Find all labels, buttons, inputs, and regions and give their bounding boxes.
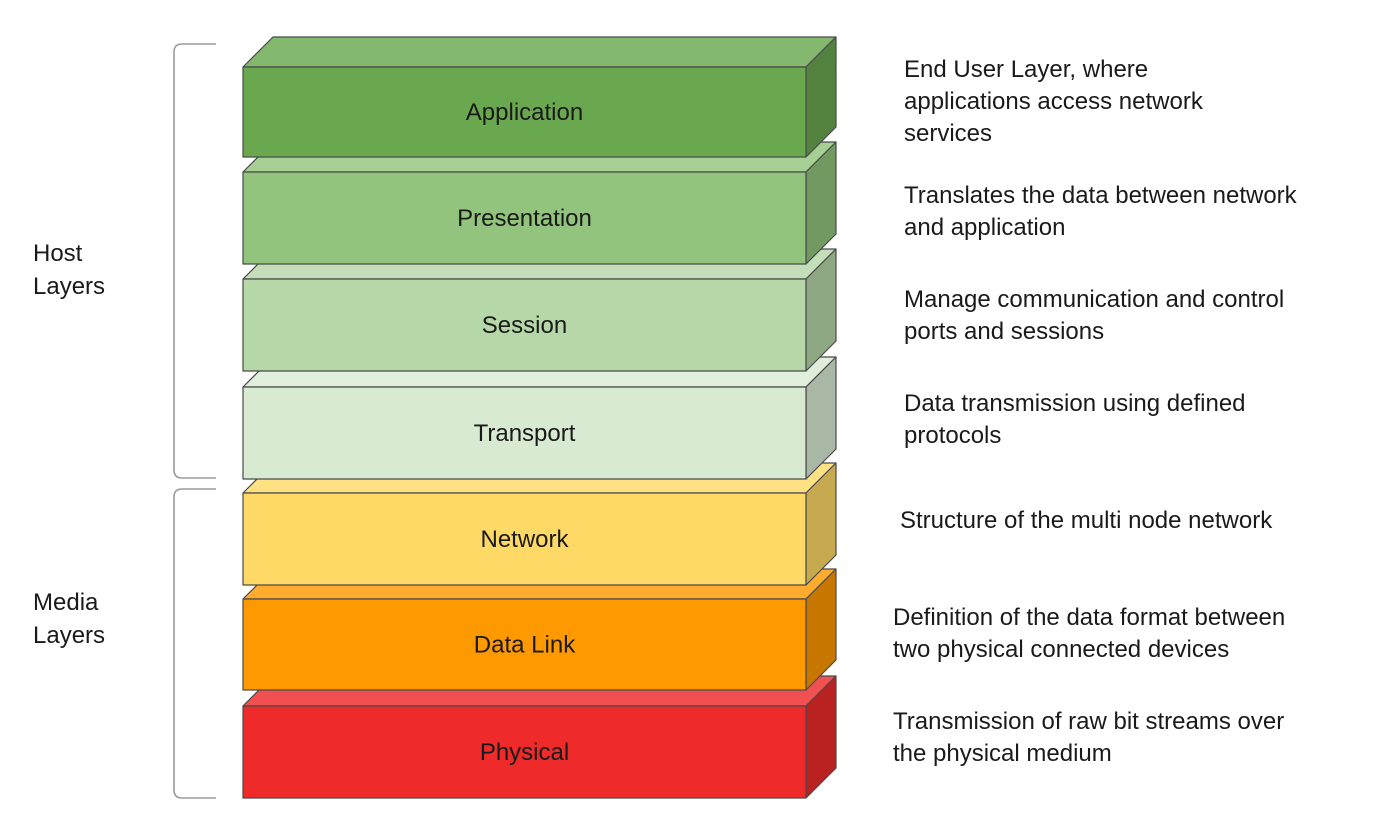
description-line: Structure of the multi node network [900, 507, 1273, 534]
layer-front-face [242, 705, 807, 799]
group-label-line: Host [33, 240, 83, 267]
description-line: Data transmission using defined [904, 390, 1246, 417]
layer-front-face [242, 66, 807, 158]
layer-label-network: Network [480, 526, 569, 553]
host-layers-bracket [173, 43, 216, 479]
layer-description-data-link: Definition of the data format between two… [893, 604, 1285, 663]
layer-front-face [242, 278, 807, 372]
description-line: Manage communication and control [904, 286, 1284, 313]
group-label-line: Layers [33, 622, 105, 649]
group-label-line: Layers [33, 273, 105, 300]
layer-front-face [242, 171, 807, 265]
description-line: protocols [904, 422, 1001, 449]
description-line: the physical medium [893, 740, 1112, 767]
description-line: and application [904, 214, 1065, 241]
description-line: Definition of the data format between [893, 604, 1285, 631]
layer-description-transport: Data transmission using defined protocols [904, 390, 1246, 449]
description-line: Translates the data between network [904, 182, 1298, 209]
layer-front-face [242, 386, 807, 480]
layer-description-presentation: Translates the data between network and a… [904, 182, 1298, 241]
layer-block-session: Session [242, 248, 837, 372]
layer-block-presentation: Presentation [242, 141, 837, 265]
description-line: applications access network [904, 88, 1204, 115]
layer-description-network: Structure of the multi node network [900, 507, 1273, 534]
description-line: services [904, 120, 992, 147]
layer-block-network: Network [242, 462, 837, 586]
layer-label-presentation: Presentation [457, 205, 592, 232]
layer-description-application: End User Layer, where applications access… [904, 56, 1204, 147]
layer-block-data-link: Data Link [242, 568, 837, 691]
description-line: Transmission of raw bit streams over [893, 708, 1284, 735]
layer-label-data-link: Data Link [474, 632, 576, 659]
layer-description-physical: Transmission of raw bit streams over the … [893, 708, 1284, 767]
layer-block-physical: Physical [242, 675, 837, 799]
layer-label-transport: Transport [474, 420, 576, 447]
layer-descriptions: End User Layer, where applications access… [893, 56, 1298, 767]
description-line: ports and sessions [904, 318, 1104, 345]
group-brackets [173, 43, 216, 799]
group-label-line: Media [33, 589, 99, 616]
layer-block-application: Application [242, 36, 837, 158]
layer-block-transport: Transport [242, 356, 837, 480]
media-layers-bracket [173, 488, 216, 799]
layer-label-physical: Physical [480, 739, 569, 766]
layer-description-session: Manage communication and control ports an… [904, 286, 1284, 345]
layer-label-application: Application [466, 99, 583, 126]
layer-top-face [242, 36, 837, 68]
layer-front-face [242, 598, 807, 691]
description-line: End User Layer, where [904, 56, 1148, 83]
layer-label-session: Session [482, 312, 567, 339]
layer-front-face [242, 492, 807, 586]
description-line: two physical connected devices [893, 636, 1229, 663]
layer-stack: Physical Data Link Network Transport Session… [242, 36, 837, 799]
